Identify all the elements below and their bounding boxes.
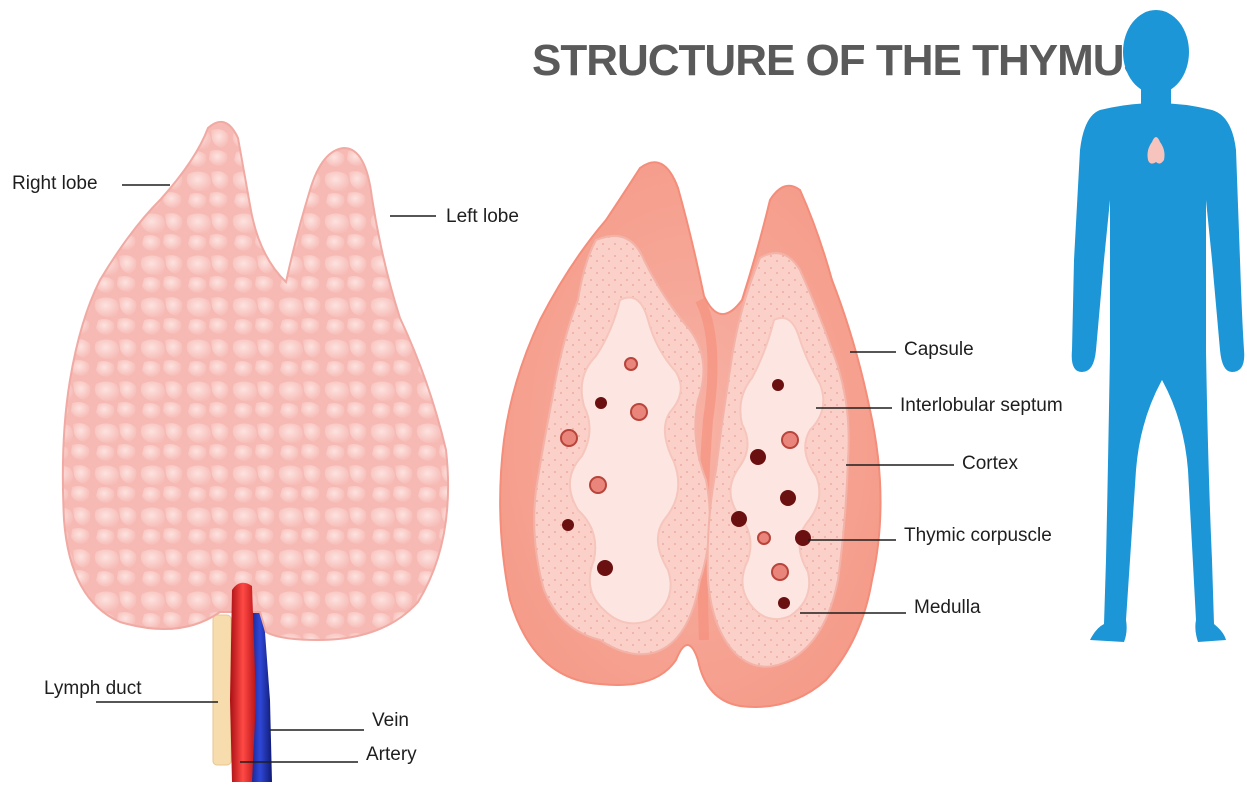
- label-left-lobe: Left lobe: [446, 206, 519, 227]
- corpuscle: [590, 477, 606, 493]
- corpuscle: [631, 404, 647, 420]
- corpuscle: [731, 511, 747, 527]
- corpuscle: [778, 597, 790, 609]
- label-medulla: Medulla: [914, 597, 981, 618]
- label-interlobular-septum: Interlobular septum: [900, 395, 1063, 416]
- corpuscle: [595, 397, 607, 409]
- corpuscle: [597, 560, 613, 576]
- corpuscle: [750, 449, 766, 465]
- label-thymic-corpuscle: Thymic corpuscle: [904, 525, 1052, 546]
- lymph-duct-vessel: [213, 615, 231, 765]
- diagram-title: STRUCTURE OF THE THYMUS: [532, 36, 1152, 85]
- label-cortex: Cortex: [962, 453, 1018, 474]
- label-capsule: Capsule: [904, 339, 974, 360]
- corpuscle: [782, 432, 798, 448]
- thymus-lobes-shape: [63, 122, 448, 640]
- corpuscle: [780, 490, 796, 506]
- label-vein: Vein: [372, 710, 409, 731]
- corpuscle: [795, 530, 811, 546]
- thymus-cross-section: [500, 162, 880, 707]
- corpuscle: [772, 379, 784, 391]
- label-right-lobe: Right lobe: [12, 173, 98, 194]
- label-artery: Artery: [366, 744, 417, 765]
- corpuscle: [625, 358, 637, 370]
- human-silhouette-icon: [1072, 10, 1245, 642]
- corpuscle: [772, 564, 788, 580]
- artery-vessel: [230, 583, 256, 782]
- label-lymph-duct: Lymph duct: [44, 678, 142, 699]
- corpuscle: [758, 532, 770, 544]
- corpuscle: [561, 430, 577, 446]
- corpuscle: [562, 519, 574, 531]
